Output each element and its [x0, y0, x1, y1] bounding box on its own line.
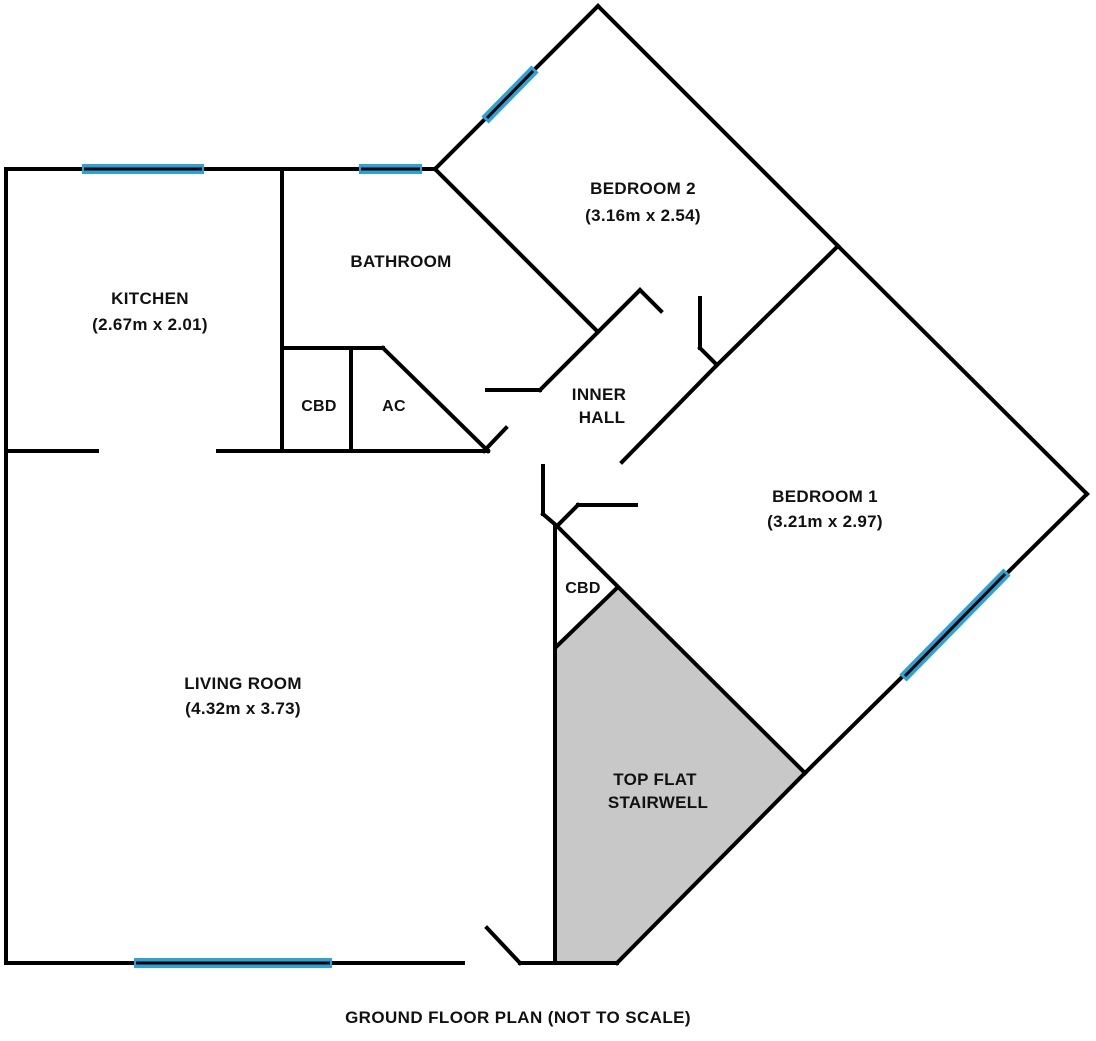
wall-bed2-top-right	[595, 3, 841, 249]
bathroom-name: BATHROOM	[350, 252, 451, 271]
kitchen-size: (2.67m x 2.01)	[92, 315, 208, 334]
bedroom2-name: BEDROOM 2	[590, 179, 696, 198]
kitchen-name: KITCHEN	[111, 289, 189, 308]
walls	[4, 3, 1090, 966]
windows	[82, 65, 1011, 968]
room-labels: KITCHEN (2.67m x 2.01) BATHROOM CBD AC I…	[92, 179, 883, 812]
wall-stair-outer	[614, 770, 808, 966]
cbd-upper-name: CBD	[301, 398, 337, 415]
bedroom2-size: (3.16m x 2.54)	[585, 206, 701, 225]
window-bedroom2	[481, 65, 539, 124]
living-room-size: (4.32m x 3.73)	[185, 699, 301, 718]
wall-ac-diagonal	[380, 345, 491, 454]
bedroom1-name: BEDROOM 1	[772, 487, 878, 506]
wall-bed2-bed1	[713, 243, 841, 369]
wall-bed2-door-swing	[697, 345, 719, 367]
inner-hall-line2: HALL	[579, 408, 626, 427]
wall-cbd-lower-diag	[554, 523, 808, 776]
cbd-lower-name: CBD	[565, 580, 601, 597]
bedroom1-size: (3.21m x 2.97)	[767, 512, 883, 531]
ac-name: AC	[382, 398, 406, 415]
plan-caption: GROUND FLOOR PLAN (NOT TO SCALE)	[345, 1008, 691, 1027]
wall-ac-door	[481, 425, 509, 454]
wall-bed1-door-stub-a	[554, 502, 581, 529]
living-room-name: LIVING ROOM	[184, 674, 302, 693]
stairwell-line1: TOP FLAT	[613, 770, 697, 789]
wall-bed2-door-stub	[637, 287, 664, 314]
stairwell-line2: STAIRWELL	[608, 793, 708, 812]
window-bedroom1	[899, 568, 1011, 682]
wall-bathroom-bed2	[432, 166, 601, 335]
wall-door-living-bottom	[484, 925, 523, 966]
stairwell-area	[557, 588, 805, 963]
wall-bed1-hall-diag	[619, 363, 719, 465]
wall-hall-bed2-diag	[537, 287, 643, 393]
wall-cbd-lower-bottom	[554, 585, 620, 649]
wall-bed1-right-top	[835, 243, 1090, 497]
inner-hall-line1: INNER	[572, 385, 626, 404]
